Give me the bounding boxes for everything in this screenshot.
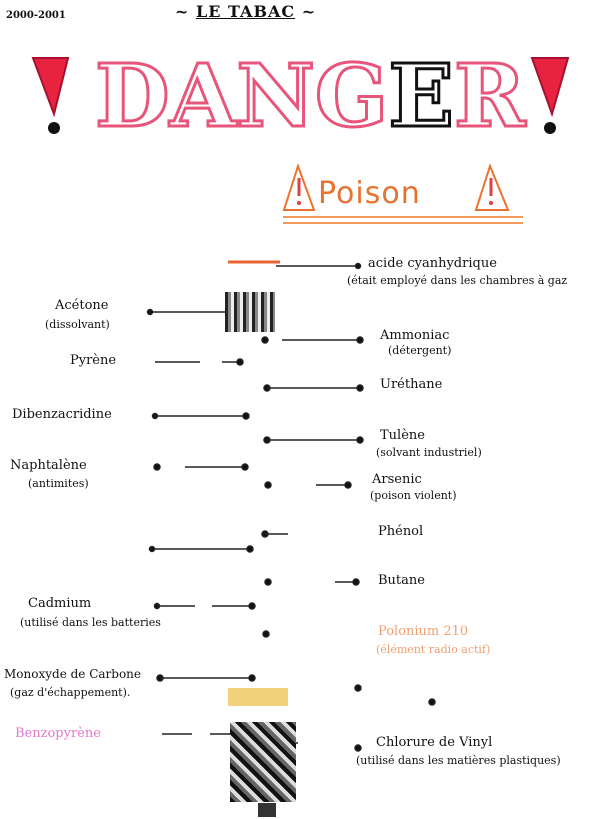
exclamation-right-icon: [530, 57, 570, 134]
label-butane: Butane: [378, 573, 425, 588]
label-monoxyde: Monoxyde de Carbone: [4, 667, 142, 681]
label-urethane: Uréthane: [380, 377, 443, 392]
letter-g: G: [313, 46, 389, 147]
label-naphtalene: Naphtalène: [10, 458, 87, 473]
label-phenol: Phénol: [378, 524, 424, 539]
warning-left-icon: [282, 162, 316, 211]
label-acetone: Acétone: [55, 298, 109, 313]
collage-photo-1: [225, 292, 275, 332]
sub-naphtalene: (antimites): [28, 477, 89, 490]
label-ammoniac: Ammoniac: [380, 328, 450, 343]
label-pyrene: Pyrène: [70, 353, 117, 368]
sub-acetone: (dissolvant): [45, 318, 110, 331]
label-cadmium: Cadmium: [28, 596, 92, 611]
label-tulene: Tulène: [380, 428, 425, 443]
sub-tulene: (solvant industriel): [376, 446, 482, 459]
label-benzopyrene: Benzopyrène: [15, 726, 101, 741]
label-arsenic: Arsenic: [372, 472, 422, 487]
sub-ammoniac: (détergent): [388, 344, 452, 357]
letter-a: A: [168, 46, 238, 147]
collage-photo-4: [258, 803, 276, 817]
letter-d: D: [94, 46, 172, 147]
danger-banner: [31, 57, 570, 134]
label-acide-cyanhydrique: acide cyanhydrique: [368, 256, 497, 271]
sub-monoxyde: (gaz d'échappement).: [10, 686, 131, 699]
collage-photo-3: [230, 722, 296, 802]
exclamation-left-icon: [31, 57, 70, 134]
poison-underline-1: [283, 216, 523, 218]
danger-word: D A N G E R: [94, 46, 527, 147]
sub-arsenic: (poison violent): [370, 489, 457, 502]
page-title: ~ LE TABAC ~: [175, 2, 317, 21]
sub-polonium: (élément radio actif): [376, 643, 491, 656]
label-polonium: Polonium 210: [378, 624, 469, 639]
title-text: LE TABAC: [195, 2, 296, 21]
date-label: 2000-2001: [6, 10, 66, 21]
poison-title: Poison: [318, 176, 421, 211]
warning-right-icon: [474, 163, 510, 211]
collage-photo-2: [228, 688, 288, 706]
letter-r: R: [452, 46, 527, 147]
sub-chlorure-vinyl: (utilisé dans les matières plastiques): [356, 754, 561, 767]
label-chlorure-vinyl: Chlorure de Vinyl: [376, 735, 493, 750]
poison-header: [282, 162, 510, 211]
sub-acide-cyanhydrique: (était employé dans les chambres à gaz: [347, 274, 568, 287]
sub-cadmium: (utilisé dans les batteries: [20, 616, 161, 629]
letter-n: N: [235, 46, 317, 147]
poison-underline-2: [283, 222, 523, 224]
label-dibenzacridine: Dibenzacridine: [12, 407, 112, 422]
letter-e: E: [387, 46, 456, 147]
